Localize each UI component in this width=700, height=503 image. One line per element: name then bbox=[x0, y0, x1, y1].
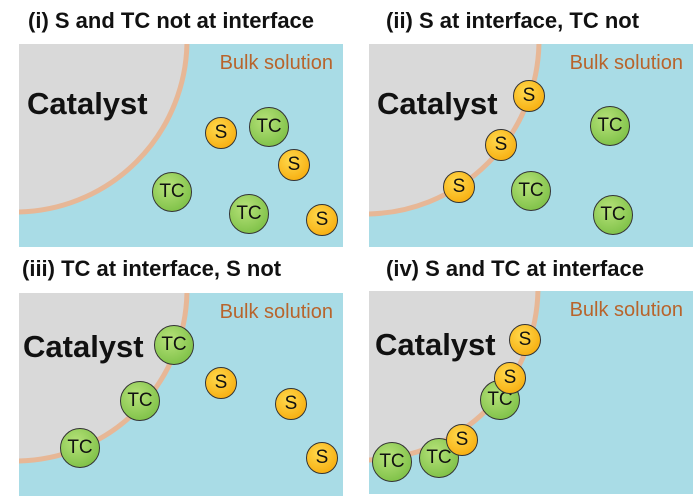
catalyst-label: Catalyst bbox=[23, 329, 144, 364]
catalyst-region bbox=[19, 44, 190, 215]
substrate-particle: S bbox=[278, 149, 310, 181]
catalyst-region bbox=[369, 44, 542, 217]
catalyst-region bbox=[19, 293, 190, 464]
bulk-solution-label: Bulk solution bbox=[569, 299, 683, 321]
bulk-solution-label: Bulk solution bbox=[569, 52, 683, 74]
tc-particle: TC bbox=[154, 325, 194, 365]
catalyst-label: Catalyst bbox=[377, 86, 498, 121]
substrate-particle: S bbox=[275, 388, 307, 420]
panel-iii-title: (iii) TC at interface, S not bbox=[22, 256, 282, 281]
substrate-particle: S bbox=[509, 324, 541, 356]
bulk-solution-label: Bulk solution bbox=[219, 52, 333, 74]
tc-particle: TC bbox=[249, 107, 289, 147]
bulk-solution-label: Bulk solution bbox=[219, 301, 333, 323]
substrate-particle: S bbox=[485, 129, 517, 161]
substrate-particle: S bbox=[446, 424, 478, 456]
substrate-particle: S bbox=[205, 367, 237, 399]
panel-i-title: (i) S and TC not at interface bbox=[28, 8, 315, 33]
tc-particle: TC bbox=[372, 442, 412, 482]
tc-particle: TC bbox=[60, 428, 100, 468]
substrate-particle: S bbox=[494, 362, 526, 394]
tc-particle: TC bbox=[152, 172, 192, 212]
substrate-particle: S bbox=[306, 442, 338, 474]
substrate-particle: S bbox=[513, 80, 545, 112]
substrate-particle: S bbox=[443, 171, 475, 203]
tc-particle: TC bbox=[590, 106, 630, 146]
tc-particle: TC bbox=[593, 195, 633, 235]
substrate-particle: S bbox=[306, 204, 338, 236]
substrate-particle: S bbox=[205, 117, 237, 149]
catalyst-region bbox=[369, 291, 541, 463]
tc-particle: TC bbox=[419, 438, 459, 478]
catalyst-label: Catalyst bbox=[375, 327, 496, 362]
tc-particle: TC bbox=[229, 194, 269, 234]
tc-particle: TC bbox=[120, 381, 160, 421]
panel-iv-title: (iv) S and TC at interface bbox=[386, 256, 644, 281]
panel-ii-title: (ii) S at interface, TC not bbox=[386, 8, 640, 33]
catalyst-label: Catalyst bbox=[27, 86, 148, 121]
tc-particle: TC bbox=[511, 171, 551, 211]
